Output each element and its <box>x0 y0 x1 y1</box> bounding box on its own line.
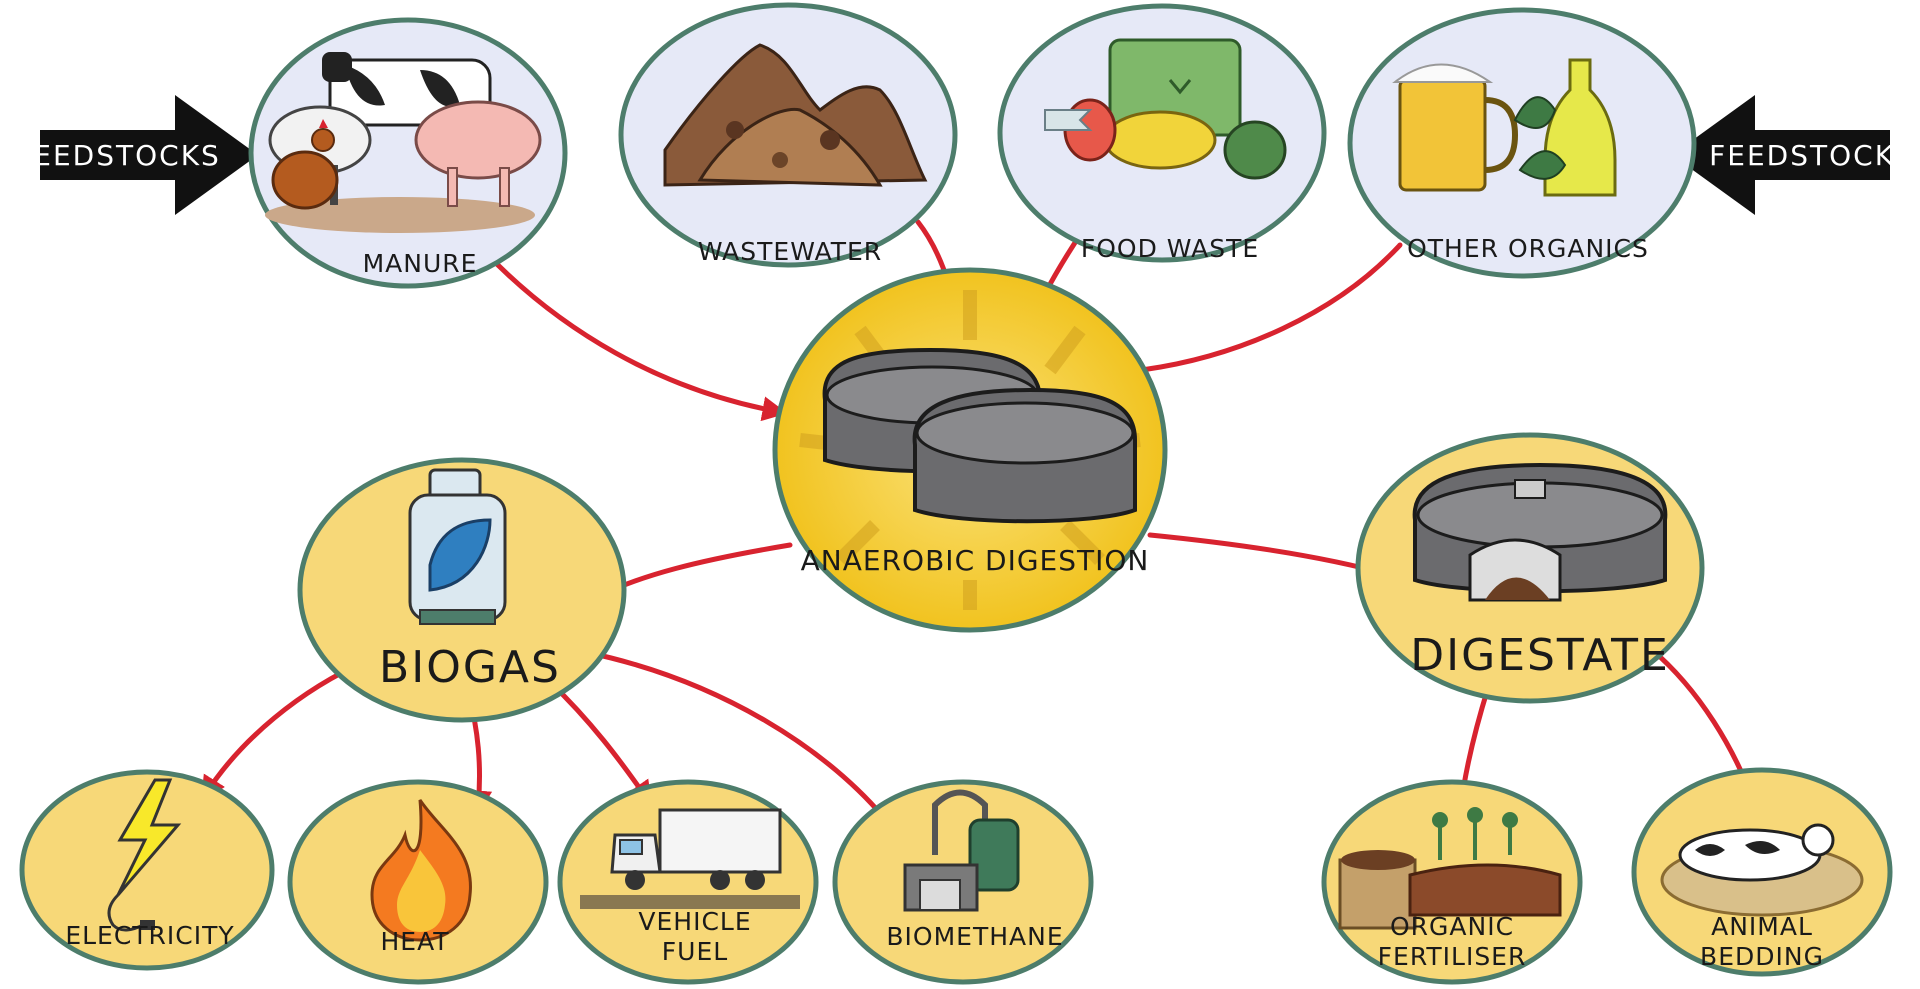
digestate-label: DIGESTATE <box>1410 630 1670 681</box>
anaerobic-digestion-label: ANAEROBIC DIGESTION <box>801 544 1150 577</box>
food-waste-label: FOOD WASTE <box>1081 234 1259 263</box>
feedstocks-left-arrow: FEEDSTOCKS <box>15 95 258 215</box>
wastewater-node: WASTEWATER <box>618 2 958 268</box>
wastewater-label: WASTEWATER <box>698 237 882 266</box>
electricity-label: ELECTRICITY <box>65 921 234 950</box>
feedstocks-right-arrow: FEEDSTOCKS <box>1672 95 1915 215</box>
feedstocks-right-label: FEEDSTOCKS <box>1709 139 1915 172</box>
flame-icon <box>370 794 472 942</box>
food-waste-node: FOOD WASTE <box>997 3 1327 263</box>
gas-cylinder-illustration <box>408 468 507 625</box>
heat-label: HEAT <box>380 927 449 956</box>
vehicle-fuel-label-line2: FUEL <box>662 937 728 966</box>
arrow-digestion-to-digestate <box>1147 532 1398 583</box>
soil-and-seedlings-icon <box>1338 807 1562 930</box>
animal-bedding-node: ANIMAL BEDDING <box>1631 767 1893 977</box>
biomethane-node: BIOMETHANE <box>832 779 1094 985</box>
arrow-other-to-digestion <box>1117 242 1403 383</box>
farm-animals-illustration <box>265 52 542 233</box>
biomethane-plant-icon <box>903 789 1020 912</box>
animal-bedding-label-line1: ANIMAL <box>1711 912 1813 941</box>
animal-bedding-label-line2: BEDDING <box>1700 942 1824 971</box>
vehicle-fuel-label-line1: VEHICLE <box>638 907 751 936</box>
arrow-manure-to-digestion <box>482 249 788 422</box>
digester-tanks-illustration <box>822 347 1137 524</box>
anaerobic-digestion-node: ANAEROBIC DIGESTION <box>772 267 1168 633</box>
truck-icon <box>580 808 800 909</box>
lightning-plug-icon <box>107 778 182 932</box>
calf-on-straw-icon <box>1660 823 1864 917</box>
organic-fertiliser-label-line2: FERTILISER <box>1378 942 1527 971</box>
storage-dome-illustration <box>1412 462 1668 602</box>
organic-fertiliser-label-line1: ORGANIC <box>1390 912 1514 941</box>
biogas-label: BIOGAS <box>379 642 561 693</box>
sludge-pile-illustration <box>663 43 928 187</box>
beer-and-oil-illustration <box>1392 58 1617 197</box>
electricity-node: ELECTRICITY <box>19 769 275 971</box>
organic-fertiliser-node: ORGANIC FERTILISER <box>1321 779 1583 985</box>
other-organics-label: OTHER ORGANICS <box>1407 234 1649 263</box>
heat-node: HEAT <box>287 779 549 985</box>
vehicle-fuel-node: VEHICLE FUEL <box>557 779 819 985</box>
arrow-biogas-to-biomethane <box>582 649 895 831</box>
biogas-node: BIOGAS <box>297 457 627 723</box>
biomethane-label: BIOMETHANE <box>886 922 1063 951</box>
arrow-biogas-to-vehicle <box>547 679 653 807</box>
manure-label: MANURE <box>363 249 478 278</box>
manure-node: MANURE <box>248 17 568 289</box>
feedstocks-left-label: FEEDSTOCKS <box>15 139 221 172</box>
digestate-node: DIGESTATE <box>1355 432 1705 704</box>
other-organics-node: OTHER ORGANICS <box>1347 7 1697 279</box>
food-scraps-illustration <box>1044 38 1287 180</box>
